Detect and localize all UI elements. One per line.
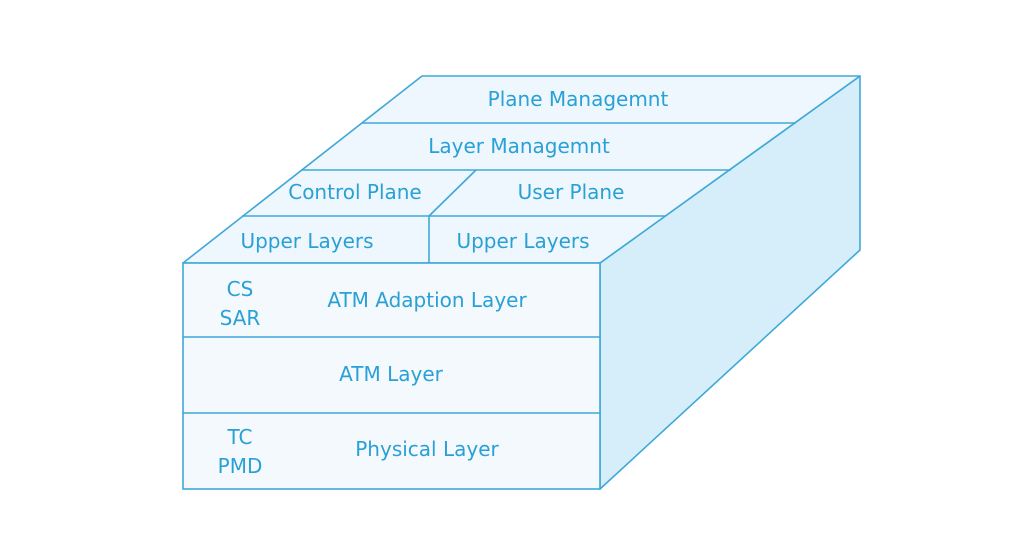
physical-layer-label: Physical Layer bbox=[355, 437, 499, 461]
upper-layers-left-label: Upper Layers bbox=[240, 229, 373, 253]
control-plane-label: Control Plane bbox=[288, 180, 422, 204]
aal-sublayer-cs-label: CS bbox=[227, 277, 254, 301]
atm-layer-label: ATM Layer bbox=[339, 362, 443, 386]
atm-adaption-layer-label: ATM Adaption Layer bbox=[327, 288, 527, 312]
top-plane-split bbox=[428, 169, 477, 217]
plane-management-label: Plane Managemnt bbox=[488, 87, 669, 111]
user-plane-label: User Plane bbox=[518, 180, 625, 204]
upper-layers-right-label: Upper Layers bbox=[456, 229, 589, 253]
box-front-face bbox=[182, 262, 601, 490]
physical-sublayer-tc-label: TC bbox=[226, 425, 252, 449]
aal-sublayer-sar-label: SAR bbox=[220, 306, 261, 330]
physical-sublayer-pmd-label: PMD bbox=[218, 454, 263, 478]
layer-management-label: Layer Managemnt bbox=[428, 134, 610, 158]
